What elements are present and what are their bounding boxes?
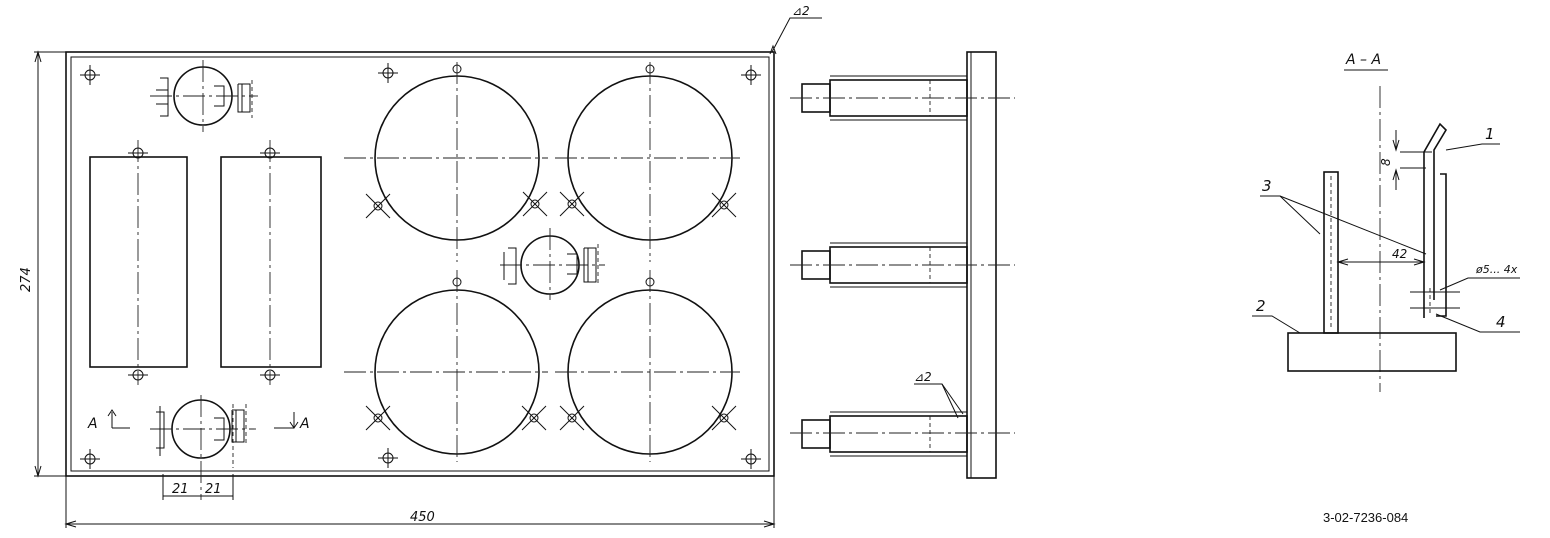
weld-mark-top: ⊿2 [769,4,822,55]
large-circle-bottom-right [555,270,740,462]
document-code: 3-02-7236-084 [1323,510,1408,525]
dim-8-text: 8 [1379,158,1393,166]
small-hole-bottom [150,395,256,500]
bracket-part-1 [1423,122,1448,318]
fixing-holes [365,191,737,431]
corner-holes [80,63,761,469]
dim-21-left: 21 [172,482,189,497]
callout-2: 2 [1256,297,1266,315]
width-dimension: 450 [64,476,776,528]
bolt-top [790,75,1015,121]
width-dim-text: 450 [410,510,435,525]
large-circle-top-left [344,62,548,262]
rect-cutout-right [220,140,322,385]
dim-21-right: 21 [205,482,222,497]
base-block [1287,332,1457,372]
section-title: A – A [1345,52,1381,68]
panel-outline [65,51,775,477]
callout-3: 3 [1262,177,1272,195]
cut-label-right: A [299,416,310,432]
panel-inner-edge [70,56,770,472]
vertical-plate-left [1323,171,1339,334]
small-dimension: 21 21 [162,474,234,500]
dim-42: 42 [1336,247,1426,266]
rect-cutout-left [89,140,188,385]
callout-4: 4 [1496,313,1506,331]
large-circle-bottom-left [344,270,548,462]
small-hole-top [150,60,258,132]
callouts: 1 3 2 ø5... 4х 4 [1252,125,1520,334]
height-dim-text: 274 [19,267,34,292]
section-cut-left: A [87,409,130,432]
callout-1: 1 [1485,125,1495,143]
bolt-middle [790,242,1015,288]
weld-label-side: ⊿2 [914,370,932,384]
weld-label-top: ⊿2 [792,4,810,18]
side-view: ⊿2 [790,51,1015,479]
small-hole-center [500,228,605,300]
bolt-bottom [790,411,1015,457]
front-view: A A ⊿2 274 450 [19,4,822,528]
weld-mark-side: ⊿2 [914,370,964,419]
section-cut-right: A [274,412,310,432]
hole-note: ø5... 4х [1475,263,1518,276]
dim-42-text: 42 [1392,247,1407,261]
cut-label-left: A [87,416,98,432]
height-dimension: 274 [19,50,66,478]
section-view: A – A 8 42 1 3 2 ø [1252,52,1520,392]
large-circle-top-right [555,62,740,262]
